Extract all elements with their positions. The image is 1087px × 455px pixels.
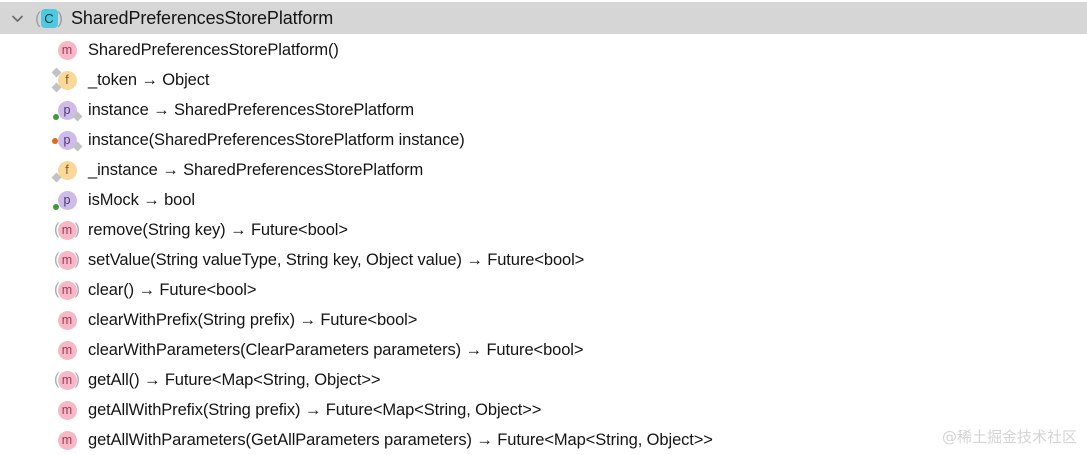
- method-icon-letter: m: [57, 430, 77, 450]
- member-label: getAll() → Future<Map<String, Object>>: [88, 370, 381, 389]
- method-icon: ()m: [52, 277, 82, 303]
- member-list: m SharedPreferencesStorePlatform() f _token…: [0, 35, 1087, 455]
- member-row[interactable]: f _token → Object: [0, 65, 1087, 95]
- method-icon-letter: m: [57, 220, 77, 240]
- member-row[interactable]: m SharedPreferencesStorePlatform(): [0, 35, 1087, 65]
- class-tree-node[interactable]: ( C ) SharedPreferencesStorePlatform: [0, 2, 1087, 34]
- member-label: clear() → Future<bool>: [88, 280, 257, 299]
- getter-dot-icon: [53, 204, 59, 210]
- member-row[interactable]: ()m clear() → Future<bool>: [0, 275, 1087, 305]
- member-label: clearWithParameters(ClearParameters para…: [88, 340, 584, 359]
- member-row[interactable]: p isMock → bool: [0, 185, 1087, 215]
- member-row[interactable]: ()m remove(String key) → Future<bool>: [0, 215, 1087, 245]
- member-row[interactable]: m getAllWithParameters(GetAllParameters p…: [0, 425, 1087, 455]
- abstract-marker-right: ): [74, 251, 80, 268]
- watermark: @稀土掘金技术社区: [941, 428, 1077, 446]
- method-icon: m: [52, 337, 82, 363]
- member-label: getAllWithPrefix(String prefix) → Future…: [88, 400, 542, 419]
- class-icon: ( C ): [35, 6, 63, 30]
- property-icon: p: [52, 127, 83, 153]
- abstract-marker-left: (: [54, 281, 60, 298]
- member-label: instance(SharedPreferencesStorePlatform …: [88, 130, 465, 149]
- getter-dot-icon: [53, 114, 59, 120]
- member-label: remove(String key) → Future<bool>: [88, 220, 348, 239]
- abstract-marker-left: (: [35, 8, 41, 28]
- setter-dot-icon: [52, 138, 58, 144]
- field-icon-letter: f: [57, 160, 77, 180]
- method-icon: ()m: [52, 247, 82, 273]
- method-icon: m: [52, 427, 82, 453]
- property-icon-letter: p: [57, 190, 77, 210]
- method-icon-letter: m: [57, 40, 77, 60]
- method-icon-letter: m: [57, 400, 77, 420]
- member-row[interactable]: p instance(SharedPreferencesStorePlatform…: [0, 125, 1087, 155]
- member-row[interactable]: ()m getAll() → Future<Map<String, Object>…: [0, 365, 1087, 395]
- member-row[interactable]: m clearWithParameters(ClearParameters par…: [0, 335, 1087, 365]
- member-label: SharedPreferencesStorePlatform(): [88, 40, 339, 59]
- abstract-marker-right: ): [74, 281, 80, 298]
- member-row[interactable]: f _instance → SharedPreferencesStorePlatf…: [0, 155, 1087, 185]
- property-icon: p: [52, 97, 83, 123]
- static-diamond-icon: [72, 111, 83, 122]
- abstract-marker-right: ): [74, 371, 80, 388]
- member-label: isMock → bool: [88, 190, 195, 209]
- method-icon: ()m: [52, 217, 82, 243]
- property-icon-letter: p: [57, 100, 77, 120]
- member-row[interactable]: ()m setValue(String valueType, String key…: [0, 245, 1087, 275]
- member-label: clearWithPrefix(String prefix) → Future<…: [88, 310, 418, 329]
- member-row[interactable]: p instance → SharedPreferencesStorePlatfo…: [0, 95, 1087, 125]
- property-icon-letter: p: [57, 130, 77, 150]
- class-icon-letter: C: [40, 8, 58, 28]
- member-label: getAllWithParameters(GetAllParameters pa…: [88, 430, 713, 449]
- class-name-label: SharedPreferencesStorePlatform: [71, 7, 334, 28]
- member-label: _instance → SharedPreferencesStorePlatfo…: [88, 160, 424, 179]
- property-icon: p: [52, 187, 82, 213]
- method-icon-letter: m: [57, 280, 77, 300]
- chevron-down-icon[interactable]: [6, 2, 28, 34]
- method-icon: m: [52, 397, 82, 423]
- method-icon: ()m: [52, 367, 82, 393]
- abstract-marker-left: (: [54, 251, 60, 268]
- member-label: setValue(String valueType, String key, O…: [88, 250, 585, 269]
- method-icon: m: [52, 307, 82, 333]
- member-label: _token → Object: [88, 70, 210, 89]
- abstract-marker-left: (: [54, 221, 60, 238]
- member-label: instance → SharedPreferencesStorePlatfor…: [88, 100, 415, 119]
- method-icon: m: [52, 37, 82, 63]
- abstract-marker-right: ): [57, 8, 63, 28]
- field-icon-letter: f: [57, 70, 77, 90]
- static-diamond-icon: [72, 141, 83, 152]
- method-icon-letter: m: [57, 370, 77, 390]
- abstract-marker-left: (: [54, 371, 60, 388]
- field-icon: f: [51, 157, 82, 183]
- method-icon-letter: m: [57, 340, 77, 360]
- method-icon-letter: m: [57, 250, 77, 270]
- member-row[interactable]: m getAllWithPrefix(String prefix) → Futur…: [0, 395, 1087, 425]
- method-icon-letter: m: [57, 310, 77, 330]
- member-row[interactable]: m clearWithPrefix(String prefix) → Future…: [0, 305, 1087, 335]
- field-icon: f: [51, 67, 82, 93]
- abstract-marker-right: ): [74, 221, 80, 238]
